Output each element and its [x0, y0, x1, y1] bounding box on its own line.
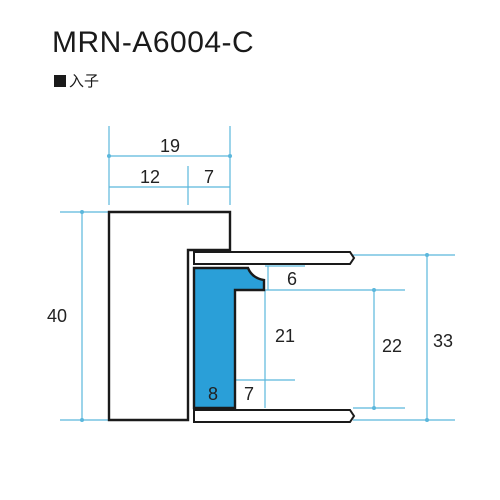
dim-label-8: 8 — [208, 384, 218, 404]
dim-label-7-bottom: 7 — [244, 384, 254, 404]
dim-label-22: 22 — [382, 336, 402, 356]
top-flange — [193, 251, 356, 265]
page-title: MRN-A6004-C — [52, 26, 255, 59]
insert-profile — [192, 266, 266, 410]
outer-profile — [107, 210, 232, 422]
subtitle: 入子 — [54, 70, 99, 91]
dim-label-40: 40 — [47, 306, 67, 326]
subtitle-label: 入子 — [69, 72, 100, 90]
square-bullet-icon — [54, 75, 66, 87]
dim-label-6: 6 — [287, 269, 297, 289]
dim-label-12: 12 — [140, 167, 160, 187]
dim-label-7-top: 7 — [204, 167, 214, 187]
bottom-flange — [193, 409, 356, 423]
dim-label-33: 33 — [433, 331, 453, 351]
dim-label-21: 21 — [275, 326, 295, 346]
dimension-arrows — [80, 154, 429, 422]
dim-label-19: 19 — [160, 136, 180, 156]
